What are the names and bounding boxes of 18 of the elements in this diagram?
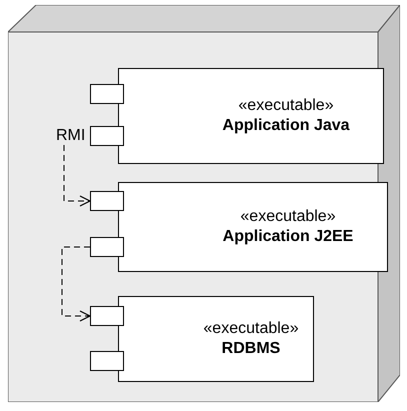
interface-port [90,306,124,326]
interface-label: RMI [56,127,90,145]
interface-port [90,126,124,146]
component-box [118,68,384,164]
stereotype-label: «executable» [240,207,336,227]
component-box [118,296,314,382]
component-box [118,182,388,272]
interface-port [90,237,124,257]
component-name: RDBMS [222,339,280,359]
interface-port [90,351,124,371]
interface-port [90,191,124,211]
stereotype-label: «executable» [203,319,299,339]
interface-port [90,84,124,104]
component-name: Application J2EE [222,227,354,247]
stereotype-label: «executable» [238,96,334,116]
dependency-arrow [64,144,91,207]
dependency-arrow [62,246,91,322]
component-name: Application Java [222,116,350,136]
